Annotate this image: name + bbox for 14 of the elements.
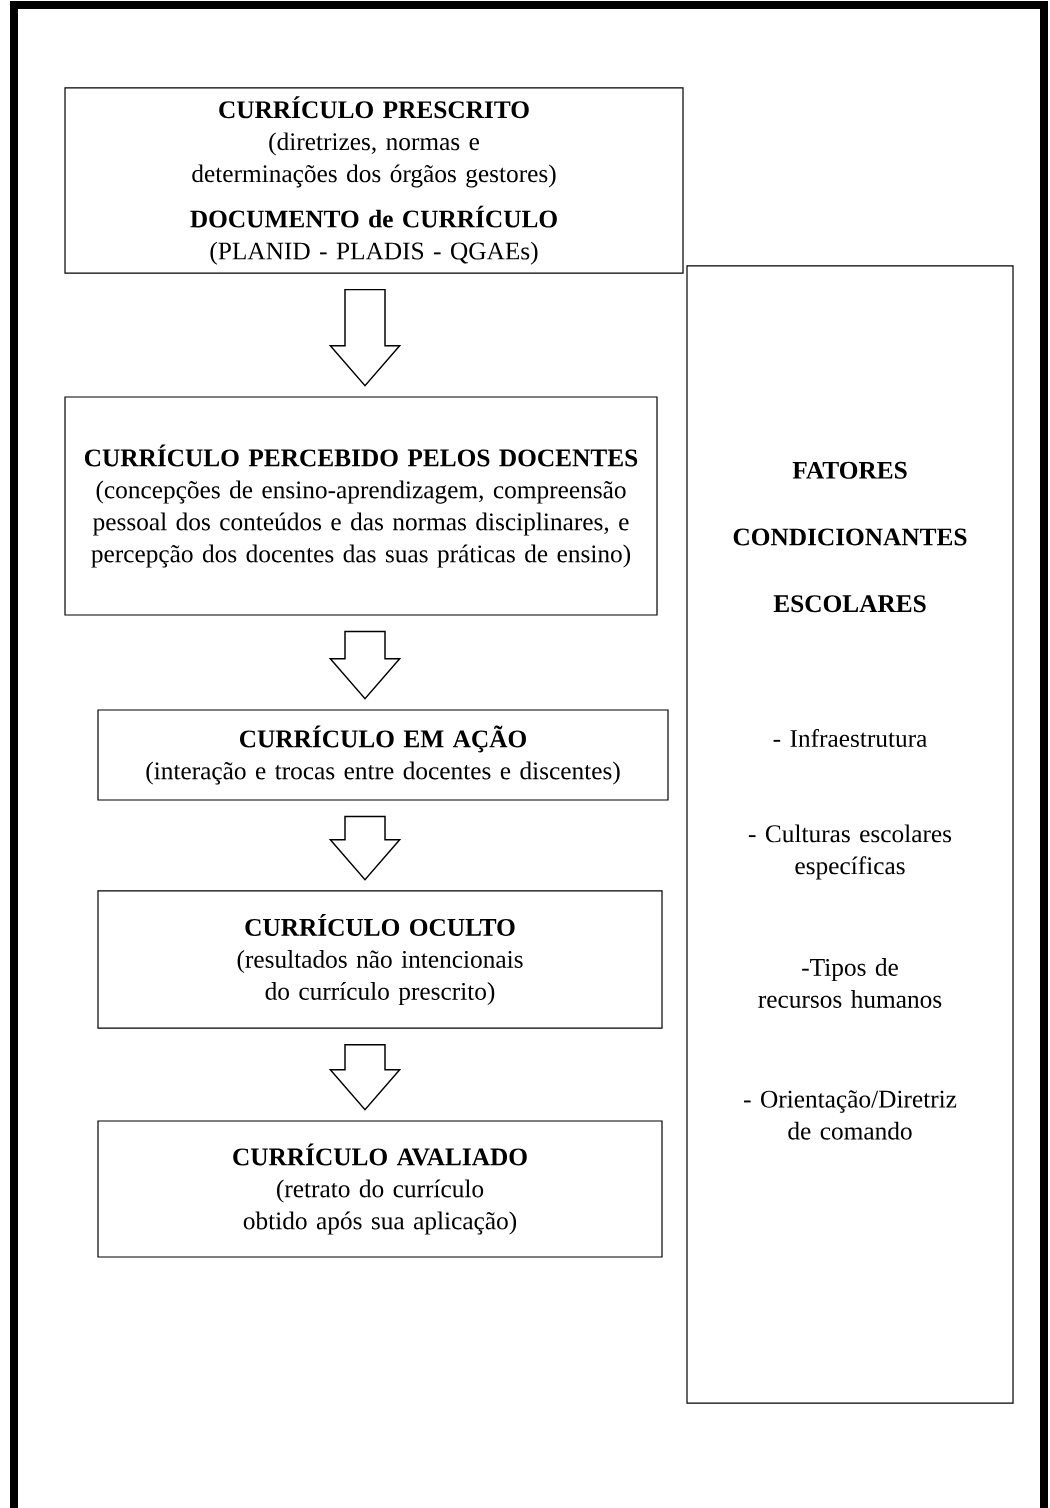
block-arrow bbox=[328, 1043, 402, 1111]
list-item: - Culturas escolares específicas bbox=[748, 824, 952, 880]
process-box: CURRÍCULO AVALIADO (retrato do currículo obtido após sua aplicação) bbox=[97, 1120, 663, 1258]
process-box: CURRÍCULO PERCEBIDO PELOS DOCENTES (concepções de ensino-aprendizagem, compreensão pessoal dos conteúdos e das normas disciplinares, e percepção dos docentes das suas práticas de ensino) bbox=[64, 396, 658, 616]
list-item: -Tipos de recursos humanos bbox=[758, 958, 942, 1008]
process-box: CURRÍCULO EM AÇÃO (interação e trocas entre docentes e discentes) bbox=[97, 709, 669, 801]
list-item: - Infraestrutura bbox=[773, 728, 927, 748]
process-box: CURRÍCULO PRESCRITO (diretrizes, normas e determinações dos órgãos gestores) DOCUMENTO de CURRÍCULO (PLANID - PLADIS - QGAEs) bbox=[64, 87, 684, 274]
block-arrow bbox=[328, 288, 402, 387]
list-item: - Orientação/Diretriz de comando bbox=[744, 1090, 957, 1140]
box-heading: FATORES CONDICIONANTES ESCOLARES bbox=[733, 461, 967, 613]
block-arrow bbox=[328, 630, 402, 700]
process-box: CURRÍCULO OCULTO (resultados não intencionais do currículo prescrito) bbox=[97, 890, 663, 1029]
block-arrow bbox=[328, 815, 402, 881]
